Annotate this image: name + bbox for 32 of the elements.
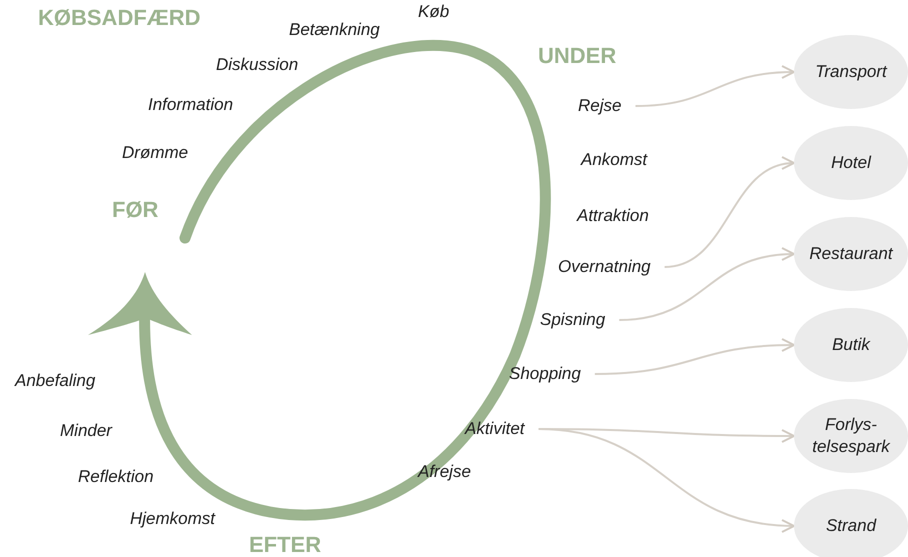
oval-node: Forlys- telsespark [794,399,908,473]
stage-text: Rejse [578,96,622,116]
stage-label: Diskussion [216,55,298,75]
arrow [635,65,795,107]
stage-text: Overnatning [558,257,651,277]
arrow [619,248,795,321]
stage-label: Hjemkomst [130,509,216,529]
title: KØBSADFÆRD [38,6,201,30]
stage-label: Reflektion [78,467,154,487]
stage-label: Ankomst [581,150,648,170]
phase-heading: EFTER [249,533,322,557]
stage-label: Køb [418,2,450,22]
arrow [664,158,795,268]
stage-label: Afrejse [418,462,471,482]
phase-heading: FØR [112,198,158,222]
stage-label: Attraktion [577,206,649,226]
stage-label: Drømme [122,143,188,163]
oval-node: Hotel [794,126,908,200]
oval-node: Butik [794,308,908,382]
oval-node: Transport [794,35,908,109]
stage-label: Betænkning [289,20,380,40]
stage-text: Shopping [509,364,581,384]
stage-label: Anbefaling [15,371,96,391]
stage-text: Aktivitet [465,419,525,439]
phase-heading: UNDER [538,44,616,68]
stage-label: Minder [60,421,112,441]
oval-node: Strand [794,489,908,557]
stage-text: Spisning [540,310,606,330]
stage-label: Information [148,95,234,115]
oval-node: Restaurant [794,217,908,291]
arrow [538,428,795,532]
arrow [594,338,795,375]
